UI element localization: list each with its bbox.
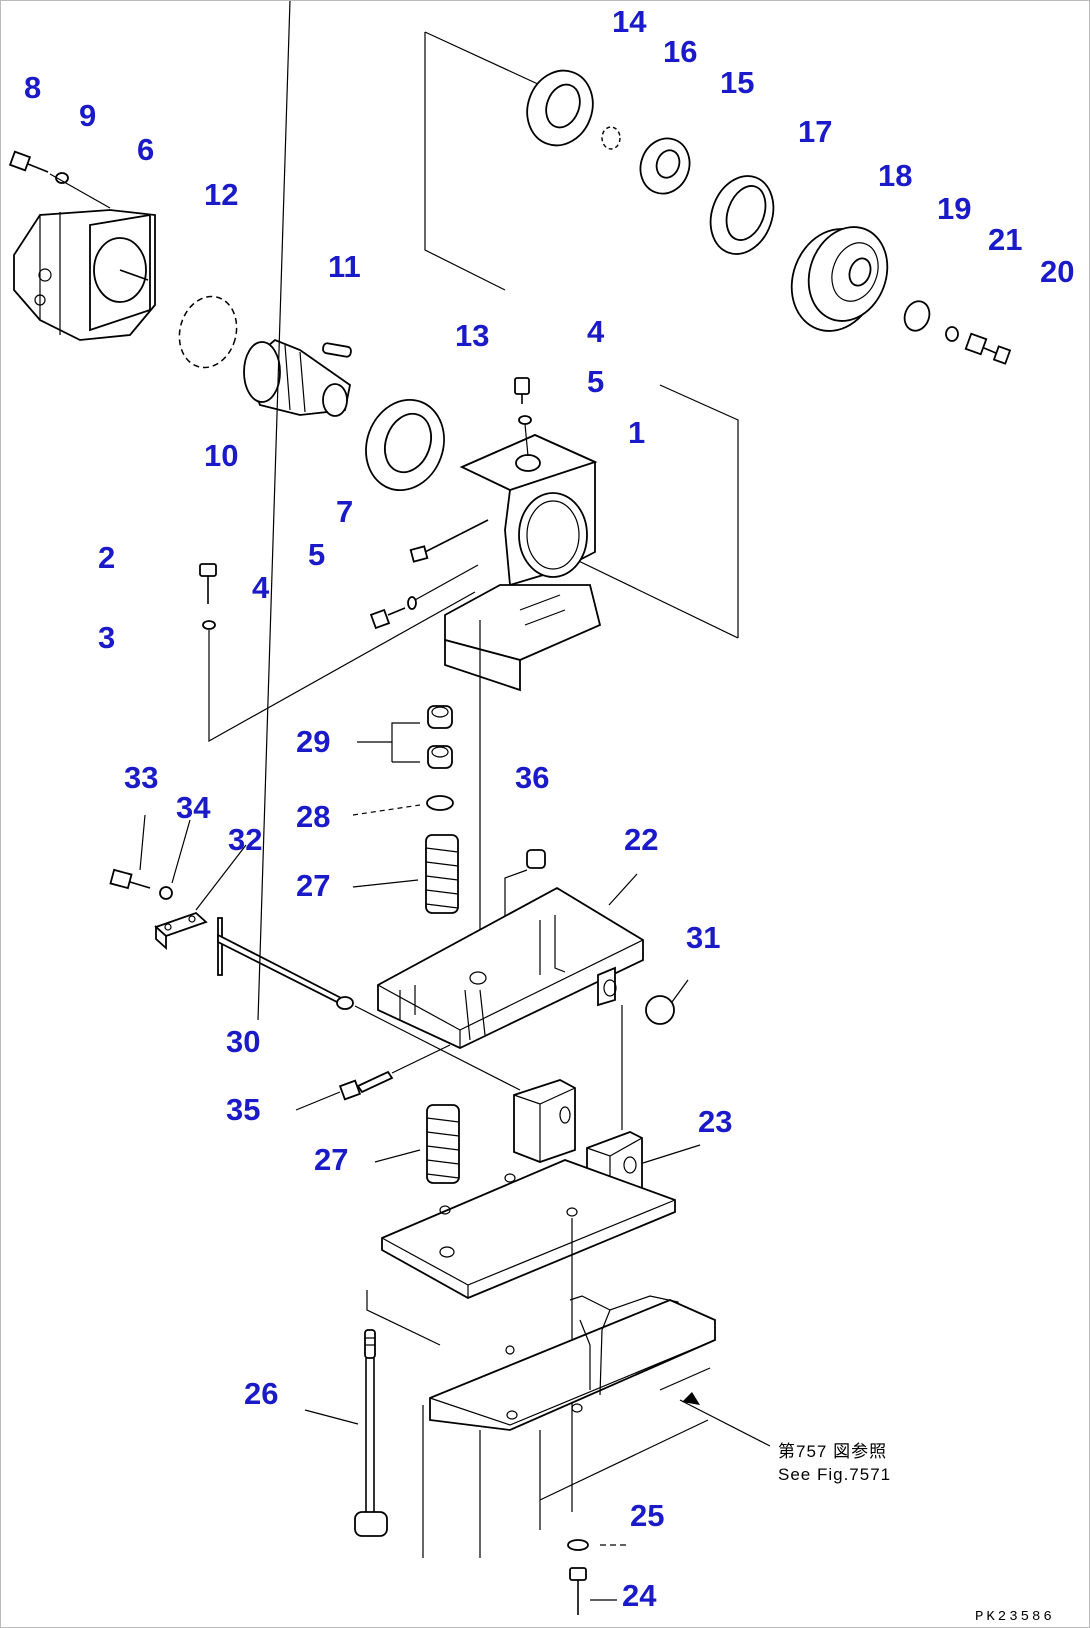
part-label-20[interactable]: 20 [1040, 254, 1074, 289]
nut-part-29-lower [427, 745, 453, 769]
bushing-part-31 [645, 979, 689, 1025]
o-ring-part-12 [178, 295, 238, 369]
part-label-13[interactable]: 13 [455, 318, 489, 353]
base-plate [381, 1159, 676, 1299]
part-label-36[interactable]: 36 [515, 760, 549, 795]
part-label-21[interactable]: 21 [988, 222, 1022, 257]
part-label-8[interactable]: 8 [24, 70, 41, 105]
washer-part-25 [567, 1539, 589, 1551]
part-label-29[interactable]: 29 [296, 724, 330, 759]
reference-note-english: See Fig.7571 [778, 1465, 891, 1484]
washer-part-3 [202, 620, 216, 630]
nut-part-29-upper [427, 705, 453, 729]
part-label-14[interactable]: 14 [612, 4, 647, 39]
part-label-32[interactable]: 32 [228, 822, 262, 857]
part-label-7[interactable]: 7 [336, 494, 353, 529]
spring-part-27-upper [352, 834, 459, 914]
part-label-10[interactable]: 10 [204, 438, 238, 473]
washer-part-28 [352, 795, 454, 816]
rod-part-30 [217, 0, 521, 1091]
pulley-part-18 [790, 226, 889, 332]
part-label-22[interactable]: 22 [624, 822, 658, 857]
motor-part-6 [13, 209, 156, 341]
part-label-5-side[interactable]: 5 [308, 537, 325, 572]
washer-part-21 [945, 326, 959, 342]
bolt-part-35 [295, 1044, 451, 1111]
bolt-part-7 [409, 519, 489, 563]
bolt-part-8 [8, 150, 49, 173]
part-label-6[interactable]: 6 [137, 132, 154, 167]
part-label-23[interactable]: 23 [698, 1104, 732, 1139]
reference-note-japanese: 第757 図参照 [778, 1442, 887, 1461]
shaft-part-10 [243, 338, 351, 417]
part-label-11[interactable]: 11 [328, 249, 361, 284]
plate-part-22 [377, 873, 644, 1049]
seal-part-16 [601, 126, 621, 150]
part-label-3[interactable]: 3 [98, 620, 115, 655]
part-label-4-side[interactable]: 4 [252, 570, 270, 605]
part-label-9[interactable]: 9 [79, 98, 96, 133]
part-label-16[interactable]: 16 [663, 34, 697, 69]
part-label-26[interactable]: 26 [244, 1376, 278, 1411]
part-label-19[interactable]: 19 [937, 191, 971, 226]
spacer-part-17 [709, 175, 775, 255]
part-label-17[interactable]: 17 [798, 114, 832, 149]
frame-body [366, 1290, 771, 1558]
part-label-35[interactable]: 35 [226, 1092, 260, 1127]
part-label-1[interactable]: 1 [628, 415, 645, 450]
bearing-part-14 [526, 69, 594, 147]
housing-part-1 [444, 434, 602, 692]
bolt-part-33 [109, 868, 151, 890]
part-label-31[interactable]: 31 [686, 920, 720, 955]
part-label-18[interactable]: 18 [878, 158, 912, 193]
part-label-27-lower[interactable]: 27 [314, 1142, 348, 1177]
bearing-part-13 [365, 398, 445, 492]
bolt-part-4-side [369, 607, 406, 630]
washer-part-5-side [407, 596, 417, 610]
bolt-part-20 [964, 332, 1012, 365]
part-label-27-upper[interactable]: 27 [296, 868, 330, 903]
plate-part-32 [154, 911, 208, 951]
washer-part-34 [159, 886, 173, 900]
spring-part-27-lower [374, 1104, 460, 1184]
part-label-28[interactable]: 28 [296, 799, 330, 834]
part-label-15[interactable]: 15 [720, 65, 754, 100]
bolt-part-2 [199, 563, 217, 604]
part-label-25[interactable]: 25 [630, 1498, 664, 1533]
part-label-33[interactable]: 33 [124, 760, 158, 795]
part-labels: 8 9 6 12 11 10 13 14 16 15 17 18 19 21 2… [24, 4, 1074, 1613]
bolt-part-4-top [514, 377, 530, 404]
bolt-part-24 [569, 1567, 617, 1615]
part-label-34[interactable]: 34 [176, 790, 211, 825]
part-label-30[interactable]: 30 [226, 1024, 260, 1059]
bearing-part-15 [639, 137, 691, 195]
plate-part-19 [903, 300, 931, 332]
drawing-code: PK23586 [975, 1609, 1055, 1625]
pin-part-26 [304, 1329, 388, 1537]
key-part-11 [322, 342, 352, 358]
washer-part-5-top [518, 415, 532, 425]
part-label-2[interactable]: 2 [98, 540, 115, 575]
part-label-5-top[interactable]: 5 [587, 364, 604, 399]
guide-panel-top [424, 31, 739, 639]
part-label-4-top[interactable]: 4 [587, 314, 605, 349]
part-label-24[interactable]: 24 [622, 1578, 657, 1613]
part-label-12[interactable]: 12 [204, 177, 238, 212]
